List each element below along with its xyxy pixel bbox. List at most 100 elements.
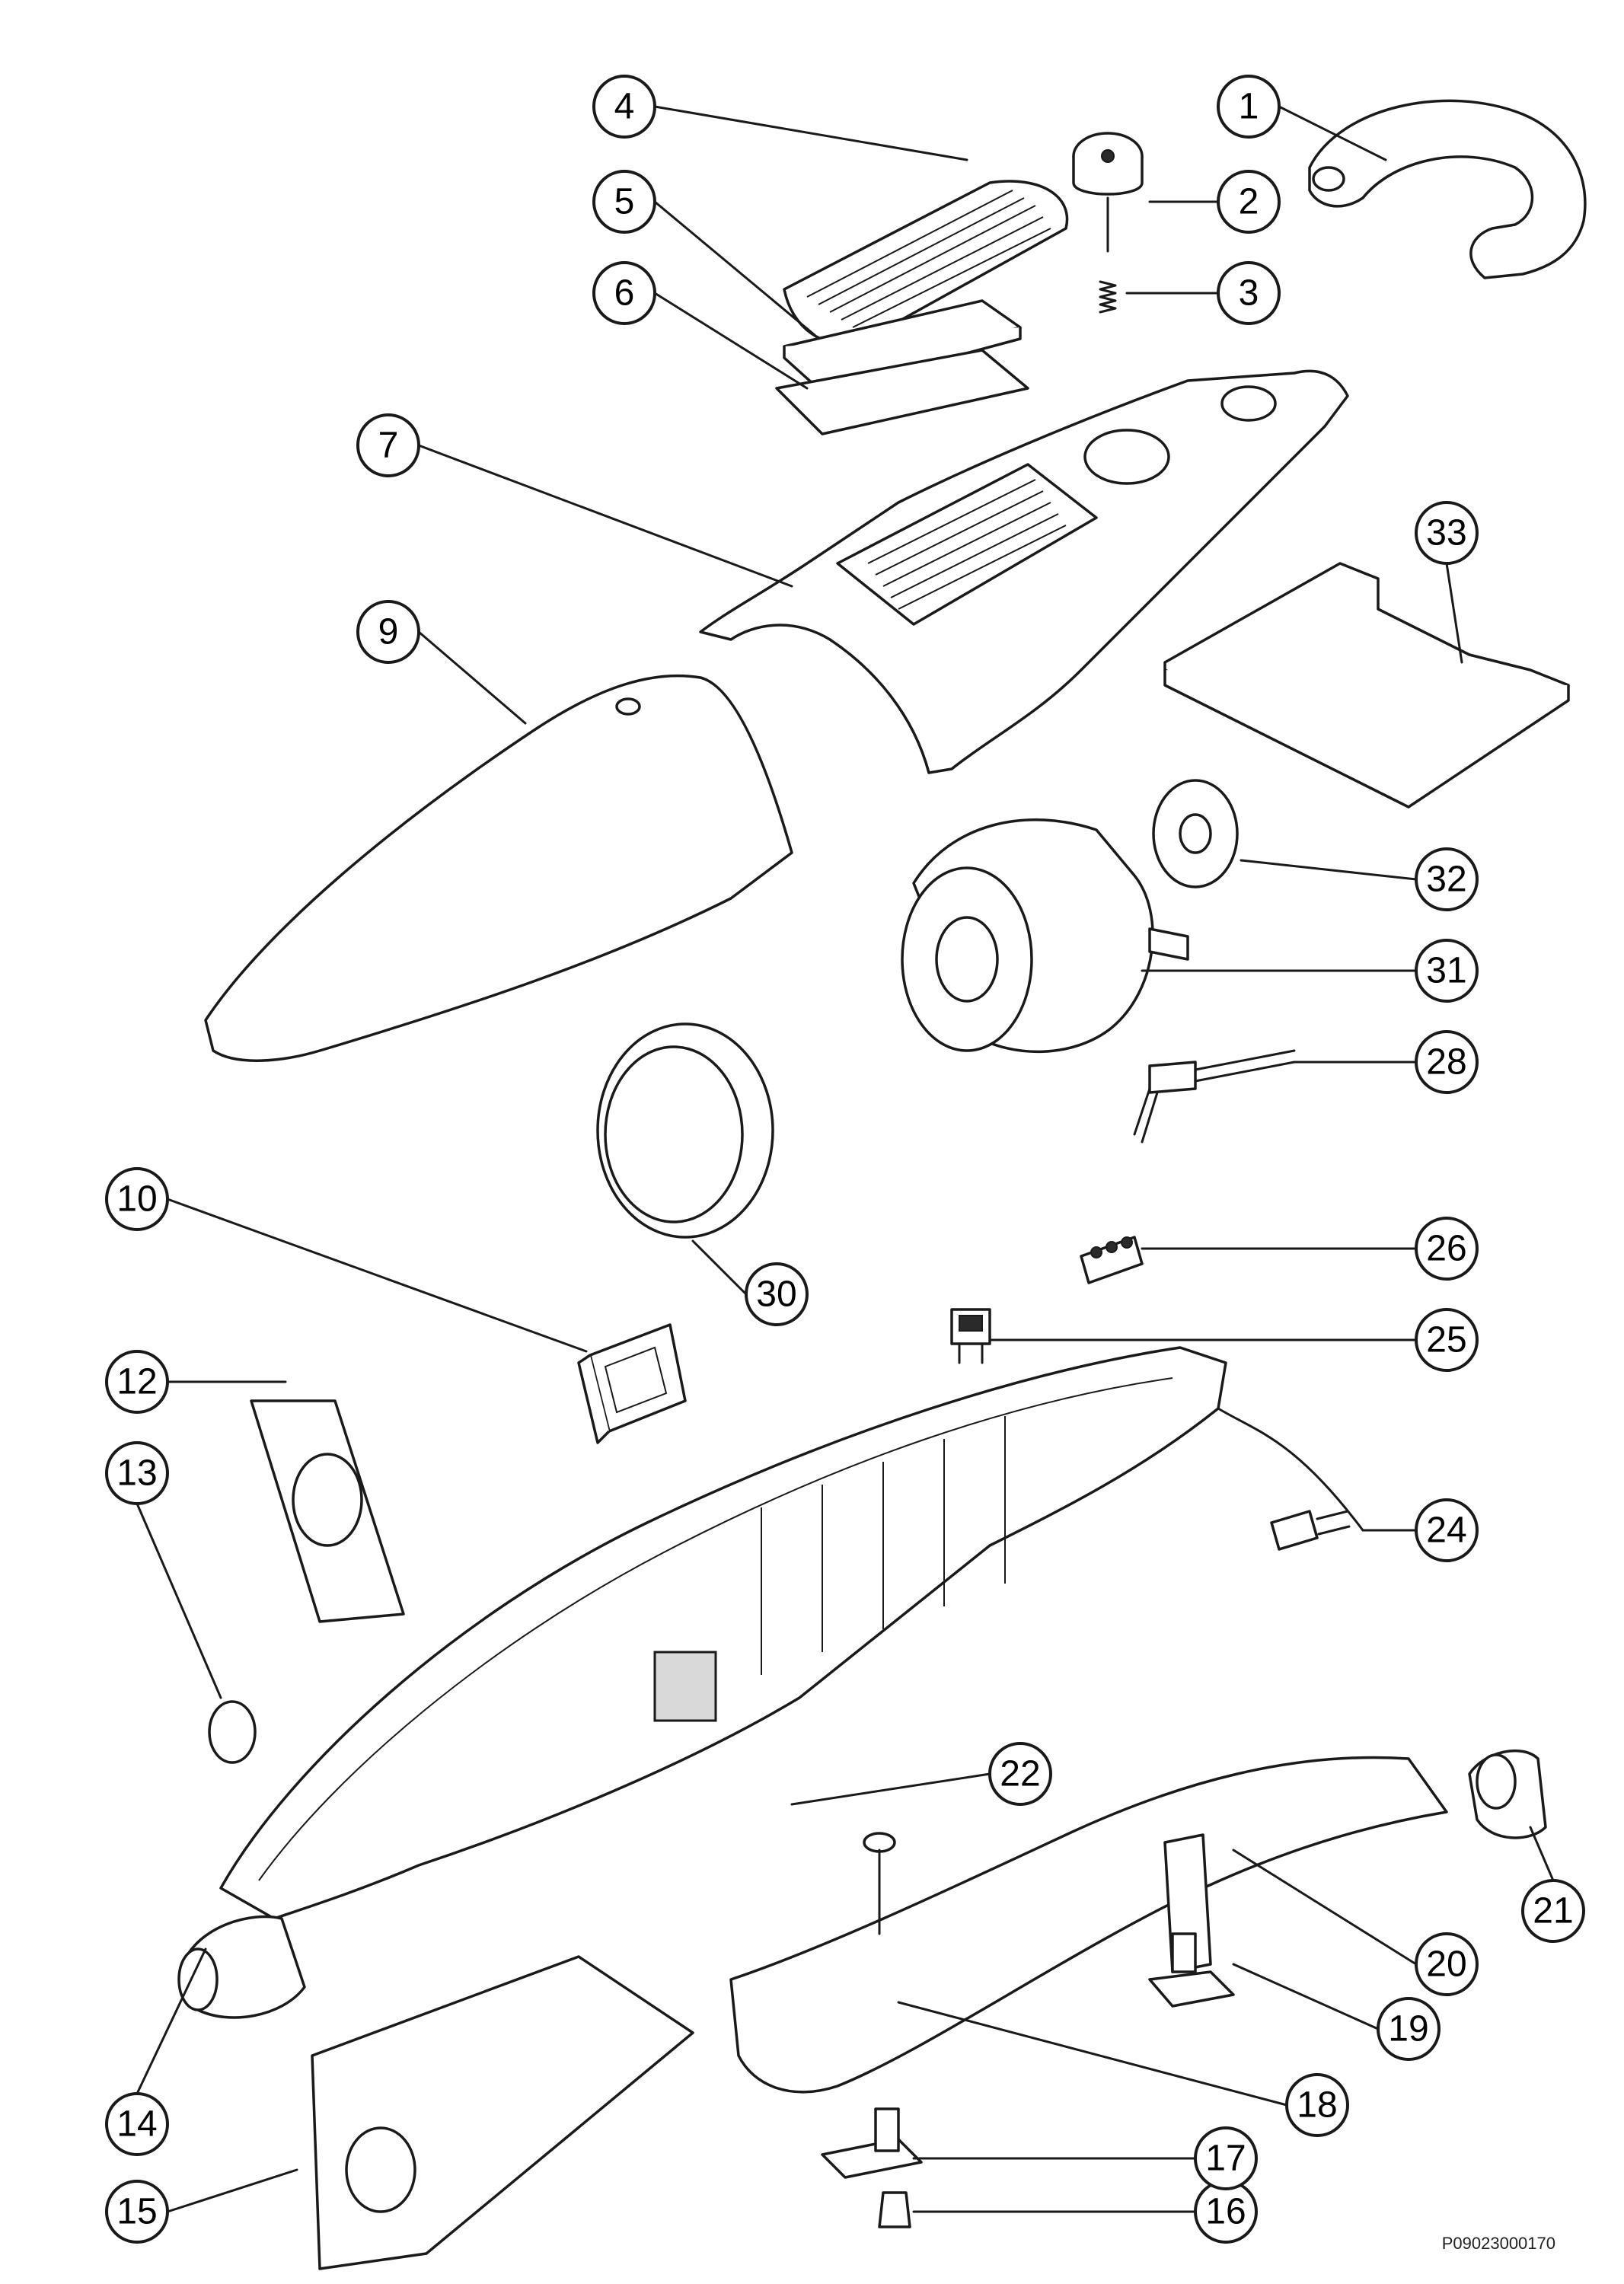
part-6-filter-pad <box>775 349 1029 435</box>
label-number-1: 1 <box>1239 87 1259 127</box>
label-circle-13 <box>105 1441 169 1505</box>
leader-line-15 <box>166 2168 298 2213</box>
leader-line-4 <box>653 105 968 161</box>
label-circle-14 <box>105 2092 169 2156</box>
leader-line-6 <box>653 292 809 390</box>
label-circle-15 <box>105 2180 169 2244</box>
label-30: 30 <box>745 1262 809 1326</box>
label-number-9: 9 <box>378 612 399 652</box>
label-10: 10 <box>105 1167 169 1231</box>
label-circle-17 <box>1194 2126 1258 2190</box>
part-19-latch <box>1148 1932 1235 2008</box>
part-18-valve <box>863 1832 896 1935</box>
label-number-13: 13 <box>116 1453 157 1494</box>
label-19: 19 <box>1377 1997 1441 2061</box>
part-33-foam-filter <box>1163 562 1570 809</box>
part-16-plug <box>878 2191 911 2228</box>
label-18: 18 <box>1285 2073 1349 2137</box>
leader-line-14 <box>136 1947 207 2095</box>
label-12: 12 <box>105 1350 169 1414</box>
label-14: 14 <box>105 2092 169 2156</box>
label-circle-10 <box>105 1167 169 1231</box>
leader-line-7 <box>417 444 793 588</box>
label-circle-1 <box>1217 75 1281 139</box>
label-circle-19 <box>1377 1997 1441 2061</box>
label-13: 13 <box>105 1441 169 1505</box>
leader-line-19 <box>1232 1963 1380 2030</box>
label-circle-24 <box>1415 1498 1479 1562</box>
part-7-top-housing <box>699 369 1349 774</box>
leader-line-33 <box>1445 562 1463 664</box>
leader-line-9 <box>417 630 527 725</box>
label-number-26: 26 <box>1426 1229 1466 1269</box>
label-number-5: 5 <box>614 182 635 222</box>
main-base-housing <box>177 1346 1364 2019</box>
leader-line-21 <box>1529 1826 1555 1882</box>
label-number-20: 20 <box>1426 1944 1466 1985</box>
label-number-4: 4 <box>614 87 635 127</box>
label-number-17: 17 <box>1205 2139 1246 2179</box>
label-number-10: 10 <box>116 1179 157 1220</box>
label-31: 31 <box>1415 939 1479 1003</box>
part-32-seal-ring <box>1152 779 1239 888</box>
label-number-33: 33 <box>1426 513 1466 553</box>
label-number-30: 30 <box>756 1274 796 1315</box>
label-circle-5 <box>592 170 656 234</box>
label-25: 25 <box>1415 1308 1479 1372</box>
label-number-21: 21 <box>1533 1891 1573 1932</box>
label-circle-22 <box>988 1742 1052 1806</box>
label-circle-30 <box>745 1262 809 1326</box>
part-24-power-cord <box>1270 1510 1351 1551</box>
leader-line-30 <box>691 1239 748 1296</box>
label-circle-33 <box>1415 501 1479 565</box>
label-5: 5 <box>592 170 656 234</box>
label-32: 32 <box>1415 847 1479 911</box>
part-13-cap <box>208 1700 257 1764</box>
label-number-18: 18 <box>1297 2085 1337 2126</box>
label-number-15: 15 <box>116 2192 157 2232</box>
leader-line-22 <box>790 1772 991 1806</box>
label-circle-28 <box>1415 1030 1479 1094</box>
leader-line-18 <box>897 2001 1288 2107</box>
label-number-7: 7 <box>378 426 399 466</box>
part-28-capacitor <box>1133 1049 1296 1144</box>
label-circle-18 <box>1285 2073 1349 2137</box>
label-number-3: 3 <box>1239 273 1259 314</box>
label-9: 9 <box>356 600 420 664</box>
leader-line-13 <box>136 1502 222 1699</box>
label-circle-32 <box>1415 847 1479 911</box>
part-31-motor <box>901 818 1189 1054</box>
label-number-2: 2 <box>1239 182 1259 222</box>
part-3-spring <box>1099 280 1117 314</box>
part-25-switch <box>950 1308 991 1364</box>
leader-line-32 <box>1240 859 1418 881</box>
leader-line-20 <box>1232 1849 1418 1966</box>
label-3: 3 <box>1217 261 1281 325</box>
label-number-14: 14 <box>116 2104 157 2145</box>
part-26-terminal-block <box>1080 1236 1144 1284</box>
label-circle-9 <box>356 600 420 664</box>
label-17: 17 <box>1194 2126 1258 2190</box>
label-circle-20 <box>1415 1932 1479 1996</box>
label-circle-6 <box>592 261 656 325</box>
label-20: 20 <box>1415 1932 1479 1996</box>
label-7: 7 <box>356 413 420 477</box>
label-number-24: 24 <box>1426 1510 1466 1551</box>
label-1: 1 <box>1217 75 1281 139</box>
label-number-12: 12 <box>116 1362 157 1402</box>
label-24: 24 <box>1415 1498 1479 1562</box>
part-15-dust-bag <box>311 1955 694 2270</box>
leader-line-10 <box>166 1198 588 1353</box>
label-circle-21 <box>1521 1879 1585 1943</box>
label-26: 26 <box>1415 1217 1479 1281</box>
label-number-6: 6 <box>614 273 635 314</box>
label-circle-25 <box>1415 1308 1479 1372</box>
label-15: 15 <box>105 2180 169 2244</box>
label-22: 22 <box>988 1742 1052 1806</box>
part-1-handle <box>1308 99 1587 279</box>
part-9-front-cover <box>204 674 793 1062</box>
figure-code: P09023000170 <box>1441 2234 1555 2253</box>
part-17-latch <box>821 2107 923 2179</box>
